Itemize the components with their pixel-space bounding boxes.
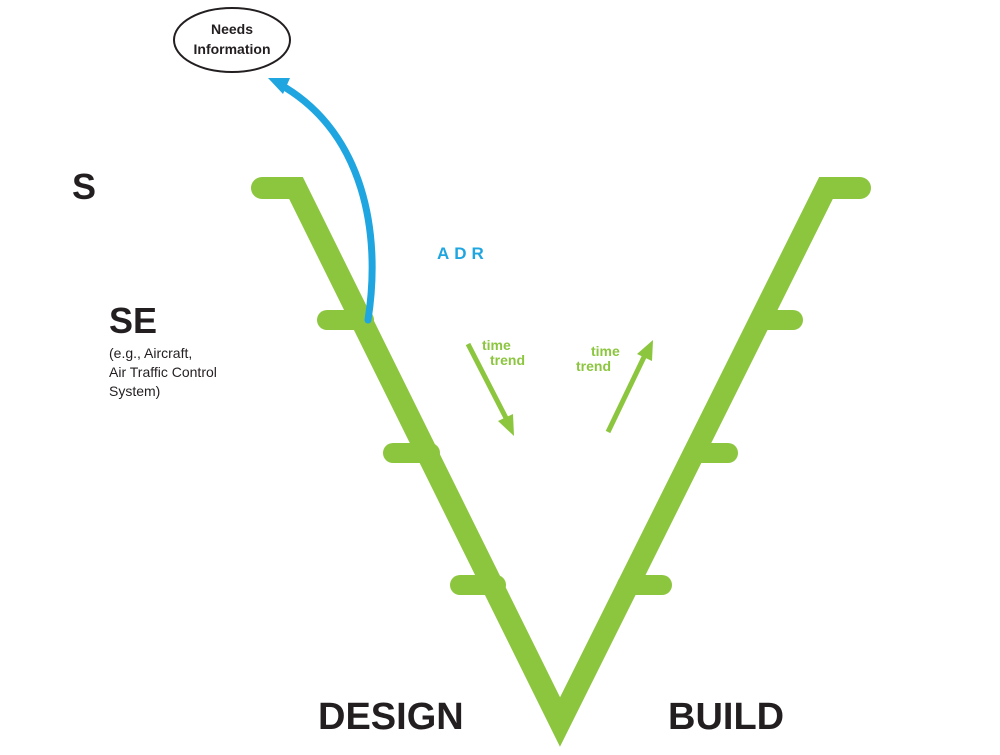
adr-label: ADR	[437, 244, 489, 263]
time-trend-word: trend	[576, 358, 611, 374]
system-label: S	[72, 166, 97, 207]
time-trend-up-arrow-shaft	[605, 355, 647, 434]
needs-information-line: Needs	[210, 21, 254, 37]
needs-information-label: Needs Information	[176, 19, 288, 59]
system-example-line: (e.g., Aircraft,	[109, 345, 193, 361]
system-element-label: SE	[109, 300, 158, 341]
time-trend-up-arrowhead	[637, 340, 653, 361]
time-trend-left-label: time trend	[482, 338, 525, 368]
needs-information-line: Information	[193, 41, 271, 57]
adr-arrowhead	[268, 78, 290, 94]
system-example-line: System)	[109, 383, 161, 399]
time-trend-word: time	[482, 337, 511, 353]
time-trend-right-label: time trend	[576, 344, 620, 374]
system-examples: (e.g., Aircraft, Air Traffic Control Sys…	[109, 344, 217, 401]
time-trend-down-arrowhead	[498, 414, 514, 436]
time-trend-down-arrow-shaft	[465, 342, 509, 420]
time-trend-word: trend	[490, 352, 525, 368]
v-shape	[251, 177, 871, 747]
system-example-line: Air Traffic Control	[109, 364, 217, 380]
time-trend-word: time	[591, 343, 620, 359]
design-label: DESIGN	[318, 696, 464, 738]
build-label: BUILD	[668, 696, 785, 738]
needs-information-ellipse	[173, 7, 291, 73]
adr-curved-arrow	[282, 84, 376, 324]
